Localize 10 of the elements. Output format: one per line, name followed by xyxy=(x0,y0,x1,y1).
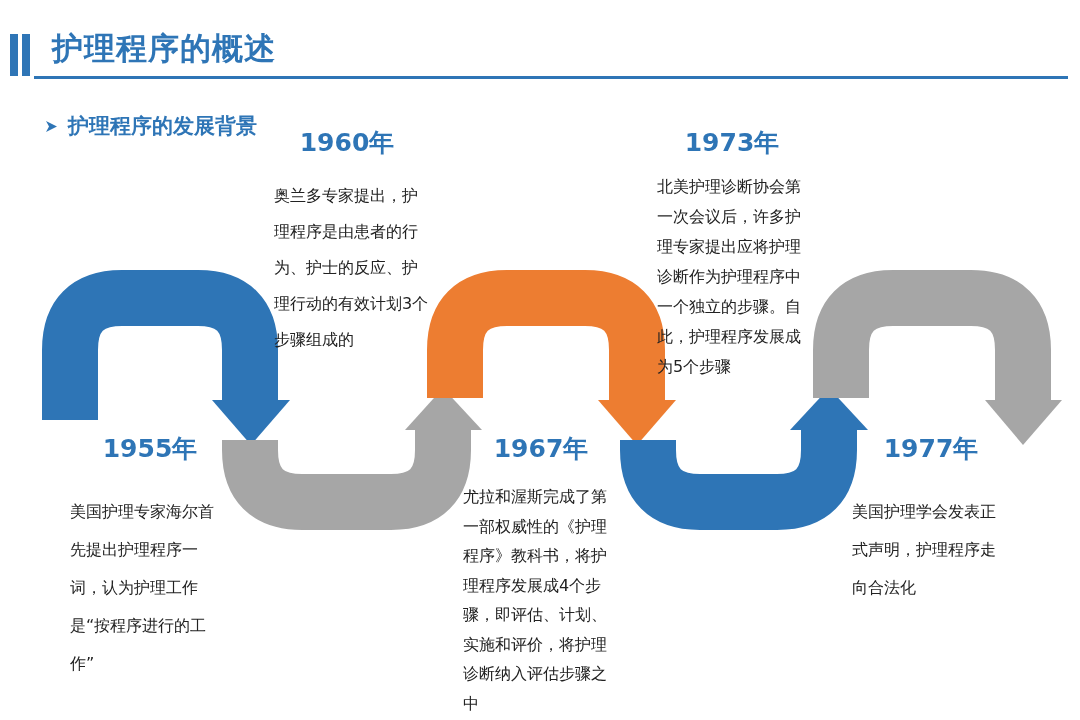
year-heading: 1973年 xyxy=(683,127,781,159)
page-title: 护理程序的概述 xyxy=(52,29,276,68)
year-heading: 1955年 xyxy=(101,433,199,465)
milestone-description: 美国护理学会发表正式声明，护理程序走向合法化 xyxy=(852,501,997,599)
milestone-description: 美国护理专家海尔首先提出护理程序一词，认为护理工作是“按程序进行的工作” xyxy=(70,501,215,675)
year-heading: 1977年 xyxy=(882,433,980,465)
milestone-description: 尤拉和渥斯完成了第一部权威性的《护理程序》教科书，将护理程序发展成4个步骤，即评估、计划、实施和评价，将护理诊断纳入评估步骤之中 xyxy=(463,486,608,715)
section-subtitle: 护理程序的发展背景 xyxy=(68,113,257,140)
year-heading: 1967年 xyxy=(492,433,590,465)
year-heading: 1960年 xyxy=(298,127,396,159)
